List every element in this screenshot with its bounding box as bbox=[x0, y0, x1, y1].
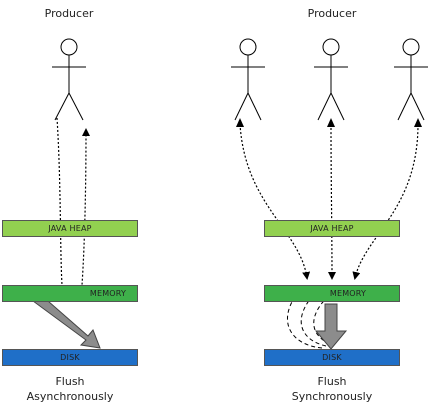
producer-figure-right-1 bbox=[231, 38, 265, 121]
memory-box-left: MEMORY bbox=[2, 285, 138, 302]
disk-label-left: DISK bbox=[60, 353, 80, 362]
memory-label-left: MEMORY bbox=[89, 289, 127, 298]
sync-write-path-1 bbox=[239, 123, 311, 280]
caption-line2-right: Synchronously bbox=[291, 390, 373, 403]
caption-line1-right: Flush bbox=[317, 375, 347, 388]
java-heap-label-left: JAVA HEAP bbox=[48, 224, 92, 233]
sync-arrowhead-top-3 bbox=[414, 118, 422, 127]
sync-arrowhead-top-1 bbox=[236, 118, 244, 127]
producer-figure-left bbox=[52, 38, 86, 121]
async-write-path-left bbox=[56, 117, 90, 297]
java-heap-box-right: JAVA HEAP bbox=[264, 220, 400, 237]
caption-line2-left: Asynchronously bbox=[26, 390, 114, 403]
java-heap-box-left: JAVA HEAP bbox=[2, 220, 138, 237]
disk-label-right: DISK bbox=[322, 353, 342, 362]
memory-label-right: MEMORY bbox=[329, 289, 367, 298]
disk-box-right: DISK bbox=[264, 349, 400, 366]
producer-label-left: Producer bbox=[44, 7, 94, 20]
memory-box-right: MEMORY bbox=[264, 285, 400, 302]
caption-line1-left: Flush bbox=[55, 375, 85, 388]
sync-write-path-2 bbox=[327, 123, 336, 280]
sync-write-path-3 bbox=[352, 123, 419, 280]
sync-flush-arrow bbox=[314, 303, 348, 350]
producer-figure-right-3 bbox=[394, 38, 428, 121]
producer-figure-right-2 bbox=[314, 38, 348, 121]
sync-arrowhead-top-2 bbox=[327, 118, 335, 127]
disk-box-left: DISK bbox=[2, 349, 138, 366]
java-heap-label-right: JAVA HEAP bbox=[310, 224, 354, 233]
producer-label-right: Producer bbox=[307, 7, 357, 20]
async-flush-arrow bbox=[32, 293, 101, 349]
